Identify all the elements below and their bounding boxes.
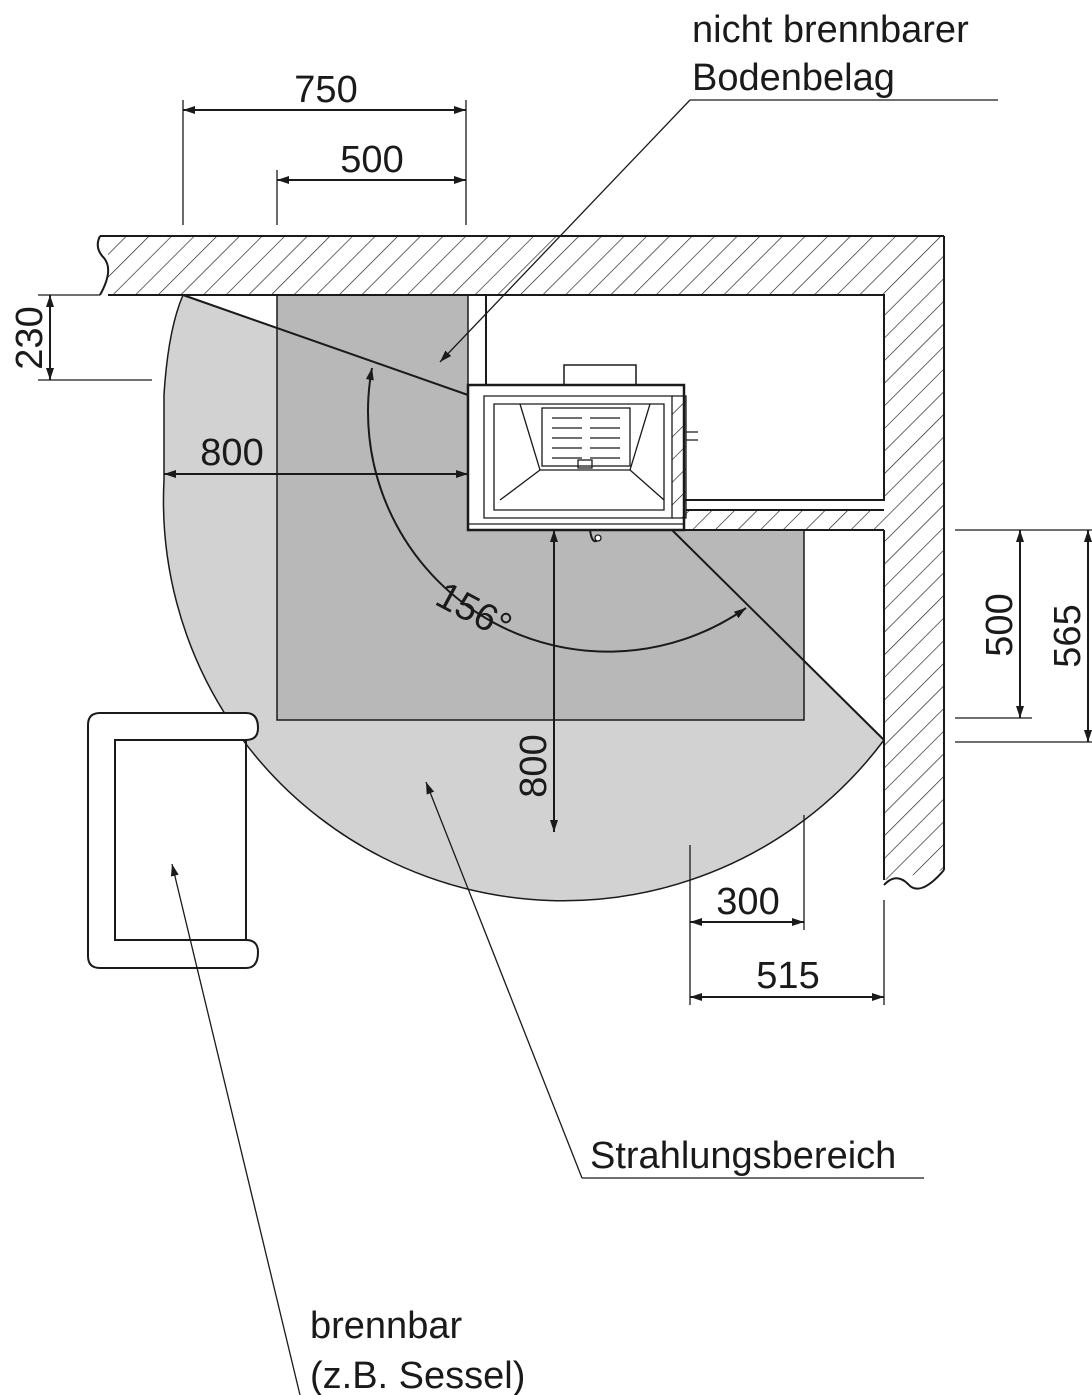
svg-text:800: 800 [200,432,263,474]
svg-text:515: 515 [756,955,819,997]
dimension-800-vertical: 800 [513,530,558,832]
dimension-800-horizontal: 800 [164,432,468,478]
right-wall [883,236,945,890]
svg-text:500: 500 [340,139,403,181]
grate [541,407,631,467]
top-wall [96,235,944,296]
svg-text:Strahlungsbereich: Strahlungsbereich [590,1135,896,1177]
dimension-300: 300 [689,815,805,1005]
dimension-515: 515 [690,900,885,1005]
callout-combustible: brennbar (z.B. Sessel) [170,863,525,1395]
svg-text:(z.B. Sessel): (z.B. Sessel) [310,1355,525,1395]
svg-text:nicht brennbarer: nicht brennbarer [692,9,969,51]
wall-break-left [96,235,110,296]
svg-text:750: 750 [294,69,357,111]
armchair [87,712,260,969]
wall-break-bottom [883,869,945,890]
dimension-565: 565 [955,529,1092,743]
dimension-750: 750 [182,69,467,225]
svg-text:565: 565 [1047,604,1089,667]
svg-text:300: 300 [716,881,779,923]
dimension-500-right: 500 [955,529,1032,719]
svg-text:brennbar: brennbar [310,1305,462,1347]
svg-text:230: 230 [9,306,51,369]
callout-floor: nicht brennbarer Bodenbelag [439,9,998,363]
dimension-230: 230 [9,294,152,381]
angle-arc [365,367,747,653]
svg-text:Bodenbelag: Bodenbelag [692,57,895,99]
svg-text:800: 800 [513,734,555,797]
callout-radiation: Strahlungsbereich [425,781,924,1179]
dimension-500-top: 500 [276,139,466,225]
svg-text:500: 500 [979,593,1021,656]
fireplace-insert [466,364,698,543]
